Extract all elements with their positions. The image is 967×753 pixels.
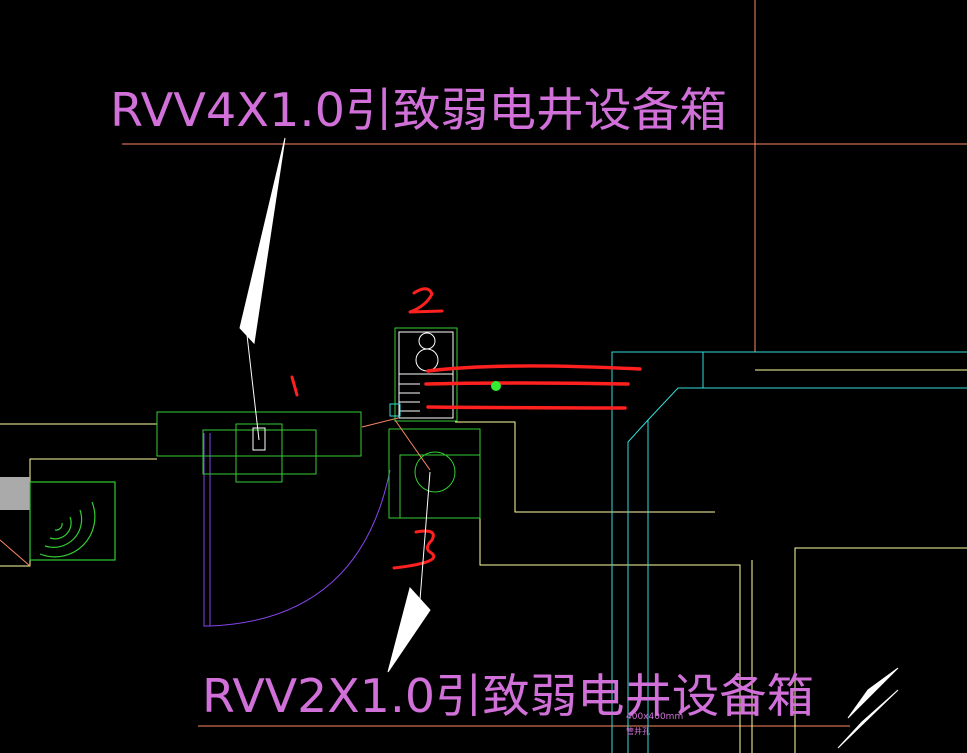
left-edge-hatch — [0, 539, 31, 567]
leader-arrows — [239, 137, 899, 749]
shaft-lines — [611, 351, 967, 753]
equipment-3-device[interactable] — [388, 419, 481, 519]
green-dot-marker — [491, 381, 501, 391]
red-markup-strokes — [290, 287, 642, 570]
wireless-ap-symbol[interactable] — [29, 481, 116, 561]
bottom-cable-label: RVV2X1.0引致弱电井设备箱 — [202, 669, 814, 723]
left-edge-block — [0, 477, 30, 510]
shaft-note: 管井孔 — [626, 726, 650, 736]
shaft-dimension-note: 400x400mm — [626, 712, 683, 722]
door-swing — [203, 433, 391, 627]
equipment-2-box[interactable] — [389, 327, 458, 422]
top-cable-label: RVV4X1.0引致弱电井设备箱 — [110, 83, 727, 137]
axis-lines — [122, 0, 967, 727]
equipment-1-device[interactable] — [156, 411, 362, 483]
